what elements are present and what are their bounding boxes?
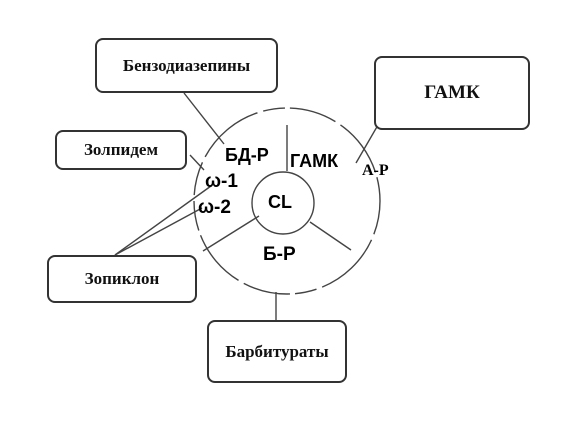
label-b-receptor: Б-Р — [263, 244, 296, 265]
chloride-channel-circle — [251, 171, 315, 235]
connector-zopiclone-omega2 — [114, 207, 203, 256]
connector-zolpidem — [189, 154, 205, 171]
divider-right-bottom — [309, 221, 352, 251]
label-a-receptor: А-Р — [362, 162, 389, 179]
gaba-box: ГАМК — [374, 56, 530, 130]
connector-gaba — [355, 124, 379, 164]
label-chloride-channel: CL — [268, 192, 292, 212]
label-bd-receptor: БД-Р — [225, 145, 269, 165]
zolpidem-box: Золпидем — [55, 130, 187, 170]
connector-zopiclone-omega1 — [114, 185, 212, 256]
label-gaba-segment: ГАМК — [290, 151, 339, 171]
label-omega2: ω-2 — [198, 197, 231, 218]
barbiturates-box: Барбитураты — [207, 320, 347, 383]
divider-left-bottom — [202, 215, 260, 252]
receptor-outer-ring — [193, 107, 381, 295]
benzodiazepines-box: Бензодиазепины — [95, 38, 278, 93]
label-omega1: ω-1 — [205, 171, 238, 192]
connector-benzodiazepines — [183, 92, 225, 145]
zopiclone-box: Зопиклон — [47, 255, 197, 303]
